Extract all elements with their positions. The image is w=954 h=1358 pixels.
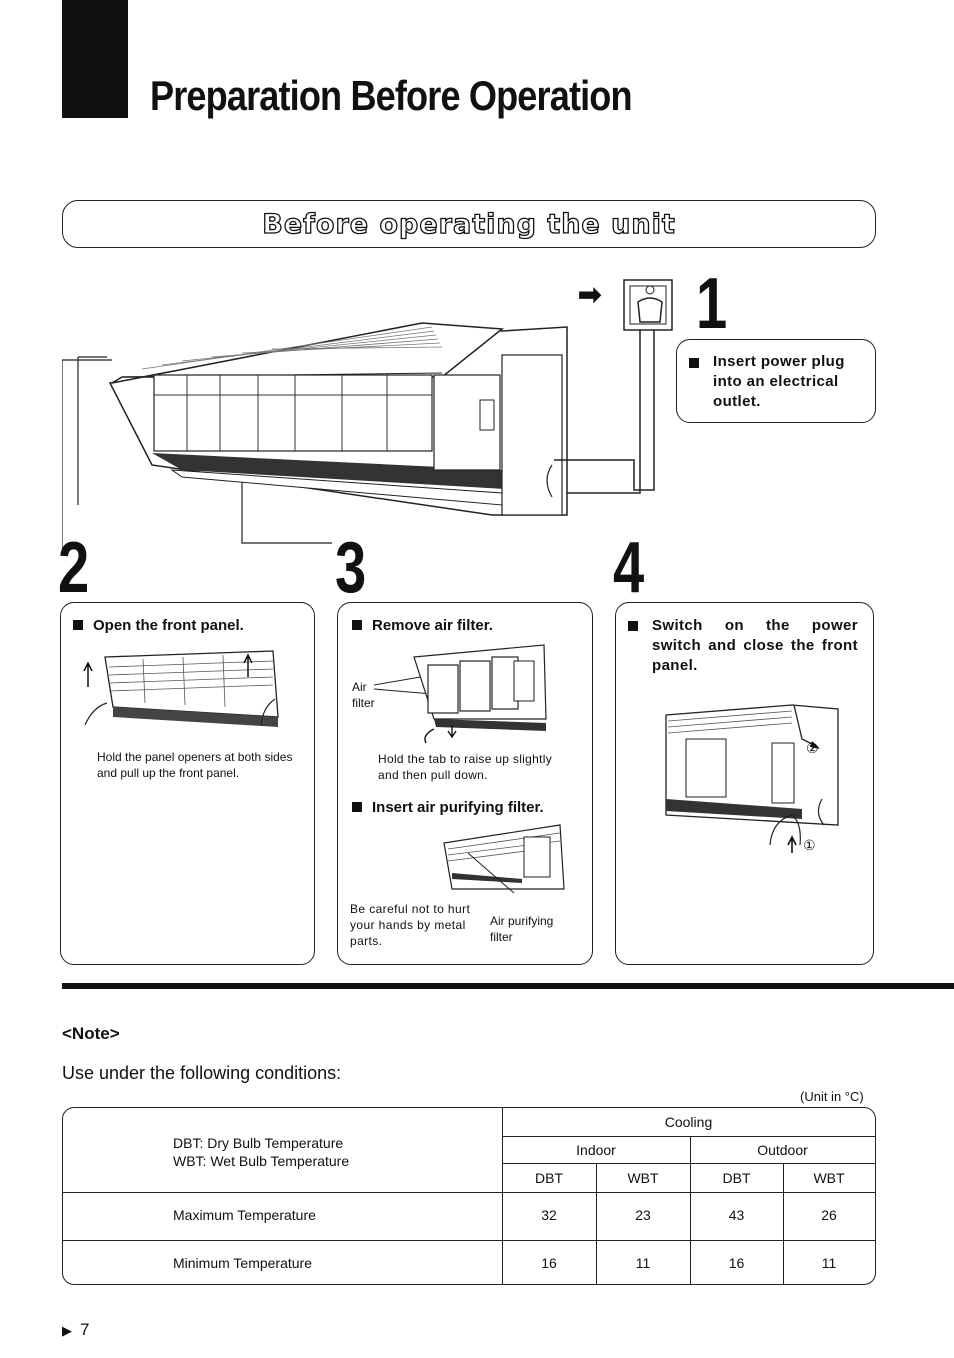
bullet-square-icon [628, 621, 638, 631]
table-cell: 16 [541, 1255, 557, 1271]
step-2-heading: Open the front panel. [73, 616, 244, 636]
legend-line-1: DBT: Dry Bulb Temperature [173, 1135, 344, 1151]
table-divider [502, 1108, 504, 1284]
bullet-square-icon [352, 620, 362, 630]
header-indoor: Indoor [576, 1142, 616, 1158]
remove-filter-illustration [374, 644, 547, 743]
table-cell: 23 [635, 1207, 651, 1223]
step-3-number: 3 [335, 528, 367, 608]
row-label: Maximum Temperature [173, 1207, 316, 1223]
page-number: ▶7 [62, 1320, 90, 1339]
step-3-box: Remove air filter. Air filter Hold the t… [337, 602, 593, 965]
step-3-caption-2: Be careful not to hurt your hands by met… [350, 902, 471, 948]
step-4-number: 4 [613, 528, 645, 608]
note-label: <Note> [62, 1024, 120, 1043]
mark-1: ① [803, 837, 816, 853]
air-purifying-filter-label: Air purifying filter [490, 914, 554, 944]
table-cell: 16 [728, 1255, 745, 1271]
step-2-caption: Hold the panel openers at both sides and… [97, 750, 293, 780]
header-cooling: Cooling [664, 1114, 713, 1130]
table-cell: 11 [635, 1255, 651, 1271]
table-divider [596, 1164, 598, 1284]
table-divider [502, 1163, 875, 1165]
step-4-box: Switch on the power switch and close the… [615, 602, 874, 965]
step-1-number: 1 [696, 264, 728, 344]
step-2-box: Open the front panel. Hold the panel ope… [60, 602, 315, 965]
table-divider [63, 1240, 875, 1242]
row-label: Minimum Temperature [173, 1255, 313, 1271]
section-divider [62, 983, 954, 989]
section-title: Before operating the unit [262, 208, 676, 240]
air-filter-label: Air filter [352, 680, 375, 710]
step-2-number: 2 [58, 528, 90, 608]
mark-2: ② [806, 740, 819, 756]
step-3-caption: Hold the tab to raise up slightly and th… [378, 752, 552, 782]
page-marker-icon: ▶ [62, 1323, 72, 1338]
table-divider [63, 1192, 875, 1194]
col-header: DBT [535, 1170, 563, 1186]
table-cell: 43 [728, 1207, 745, 1223]
step-1-box: Insert power plug into an electrical out… [676, 339, 876, 423]
open-panel-illustration [83, 650, 279, 727]
page-title: Preparation Before Operation [150, 72, 633, 119]
col-header: DBT [722, 1170, 751, 1186]
unit-note: (Unit in °C) [800, 1089, 864, 1104]
close-panel-illustration [665, 704, 839, 853]
conditions-table: DBT: Dry Bulb Temperature WBT: Wet Bulb … [62, 1107, 876, 1285]
table-cell: 26 [821, 1207, 837, 1223]
step-4-heading: Switch on the power switch and close the… [628, 616, 858, 676]
table-cell: 32 [541, 1207, 557, 1223]
bullet-square-icon [352, 802, 362, 812]
title-block-marker [62, 0, 128, 118]
step-1-text: Insert power plug into an electrical out… [689, 352, 867, 412]
legend-line-2: WBT: Wet Bulb Temperature [173, 1153, 350, 1169]
arrow-right-icon: ➡ [578, 279, 602, 310]
air-conditioner-illustration [62, 303, 655, 555]
bullet-square-icon [73, 620, 83, 630]
step-3-heading: Remove air filter. [352, 616, 493, 636]
note-text: Use under the following conditions: [62, 1063, 342, 1083]
table-divider [502, 1136, 875, 1138]
bullet-square-icon [689, 358, 699, 368]
step-3-heading-2: Insert air purifying filter. [352, 798, 544, 818]
table-divider [690, 1137, 692, 1284]
purifying-filter-illustration [443, 824, 565, 894]
section-banner: Before operating the unit [62, 200, 876, 248]
table-cell: 11 [821, 1255, 837, 1271]
col-header: WBT [813, 1170, 845, 1186]
table-divider [783, 1164, 785, 1284]
power-outlet-icon [623, 279, 673, 331]
col-header: WBT [627, 1170, 659, 1186]
header-outdoor: Outdoor [757, 1142, 808, 1158]
